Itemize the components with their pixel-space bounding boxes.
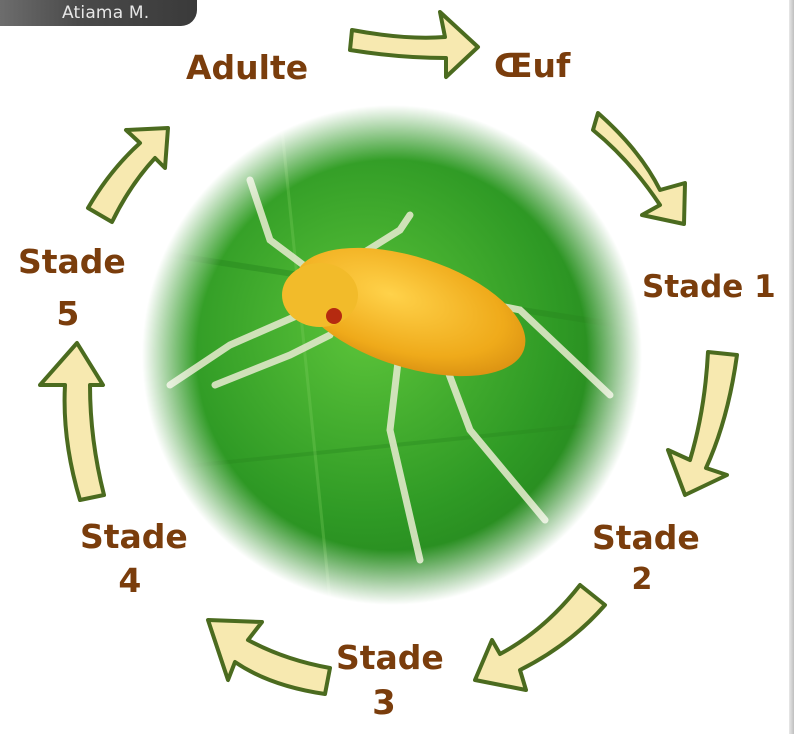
photo-credit-text: Atiama M. [62, 3, 149, 23]
aphid-photo [130, 95, 655, 615]
label-stade-5: Stade 5 [18, 240, 126, 336]
arrow-stade3-to-stade4 [208, 620, 330, 694]
arrow-adulte-to-oeuf [350, 12, 478, 77]
arrow-stade1-to-stade2 [668, 352, 737, 495]
arrow-stade4-to-stade5 [40, 343, 104, 500]
label-stade-4: Stade 4 [80, 515, 188, 603]
page-edge [789, 0, 794, 734]
label-oeuf: Œuf [494, 44, 570, 88]
photo-credit-badge: Atiama M. [0, 0, 197, 26]
label-stade-2: Stade 2 [592, 516, 700, 600]
label-stade-3: Stade 3 [336, 636, 444, 726]
label-stade-1: Stade 1 [642, 265, 776, 309]
label-adulte: Adulte [186, 46, 308, 90]
